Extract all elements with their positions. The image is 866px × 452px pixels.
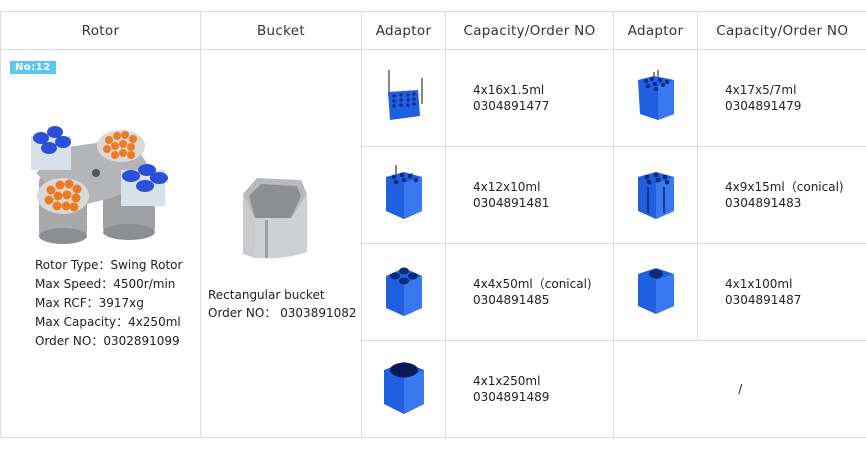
adaptor-order-no: 0304891489 [473,390,550,404]
adaptor-capacity-cell: 4x17x5/7ml 0304891479 [697,49,866,147]
adaptor-image-cell [361,146,446,244]
adaptor-image-cell [361,340,446,438]
adaptor-image-cell [613,49,698,147]
header-adaptor-1: Adaptor [361,11,446,50]
adaptor-capacity-cell: 4x16x1.5ml 0304891477 [445,49,614,147]
adaptor-16-hole-icon [387,70,423,120]
adaptor-17-hole-icon [637,70,674,120]
adaptor-capacity: 4x12x10ml [473,180,541,194]
adaptor-capacity: 4x1x100ml [725,277,793,291]
bucket-cell: Rectangular bucket Order NO： 0303891082 [200,49,362,438]
rotor-specifications: Rotor Type：Swing Rotor Max Speed：4500r/m… [35,256,182,351]
table-row: No:12 [0,49,866,438]
adaptor-order-no: 0304891487 [725,293,802,307]
adaptor-order-no: 0304891479 [725,99,802,113]
adaptor-1-hole-icon [637,268,674,314]
adaptor-9-hole-icon [637,172,674,219]
header-adaptor-2: Adaptor [613,11,698,50]
adaptor-order-no: 0304891481 [473,196,550,210]
rectangular-bucket-image [243,178,307,259]
adaptor-order-no: 0304891485 [473,293,550,307]
adaptor-image-cell [361,49,446,147]
adaptor-image-cell [361,243,446,341]
adaptor-order-no: 0304891483 [725,196,802,210]
max-capacity: Max Capacity：4x250ml [35,315,181,329]
adaptor-capacity: 4x17x5/7ml [725,83,797,97]
max-rcf: Max RCF：3917xg [35,296,144,310]
adaptor-capacity: 4x4x50ml（conical) [473,277,592,291]
rotor-spec-table: Rotor Bucket Adaptor Capacity/Order NO A… [0,11,866,438]
adaptor-capacity-cell: 4x9x15ml（conical) 0304891483 [697,146,866,244]
adaptor-4-hole-icon [385,267,422,316]
header-bucket: Bucket [200,11,362,50]
adaptor-capacity-cell: 4x12x10ml 0304891481 [445,146,614,244]
rotor-order-no: Order NO：0302891099 [35,334,180,348]
adaptor-order-no: 0304891477 [473,99,550,113]
swing-rotor-image [31,126,168,244]
adaptor-1-large-hole-icon [383,362,424,414]
table-row: 4x1x250ml 0304891489 / [1,340,866,438]
header-capacity-2: Capacity/Order NO [697,11,866,50]
adaptor-capacity-cell: 4x4x50ml（conical) 0304891485 [445,243,614,341]
adaptor-capacity: 4x16x1.5ml [473,83,545,97]
rotor-cell: No:12 [0,49,201,438]
bucket-order-no: Order NO： 0303891082 [208,305,357,320]
bucket-name: Rectangular bucket [208,288,325,302]
adaptor-capacity-cell: 4x1x250ml 0304891489 [445,340,614,438]
empty-cell: / [613,340,866,438]
adaptor-12-hole-icon [385,165,422,219]
rotor-type: Rotor Type：Swing Rotor [35,258,183,272]
adaptor-capacity-cell: 4x1x100ml 0304891487 [697,243,866,341]
header-capacity-1: Capacity/Order NO [445,11,614,50]
header-row: Rotor Bucket Adaptor Capacity/Order NO A… [0,11,866,50]
adaptor-capacity: 4x1x250ml [473,374,541,388]
bucket-info: Rectangular bucket Order NO： 0303891082 [208,287,357,322]
max-speed: Max Speed：4500r/min [35,277,176,291]
model-badge: No:12 [10,61,56,74]
adaptor-image-cell [613,146,698,244]
table-row: 4x4x50ml（conical) 0304891485 4x1x100ml 0… [1,243,866,341]
adaptor-image-cell [613,243,698,341]
header-rotor: Rotor [0,11,201,50]
adaptor-capacity: 4x9x15ml（conical) [725,180,844,194]
